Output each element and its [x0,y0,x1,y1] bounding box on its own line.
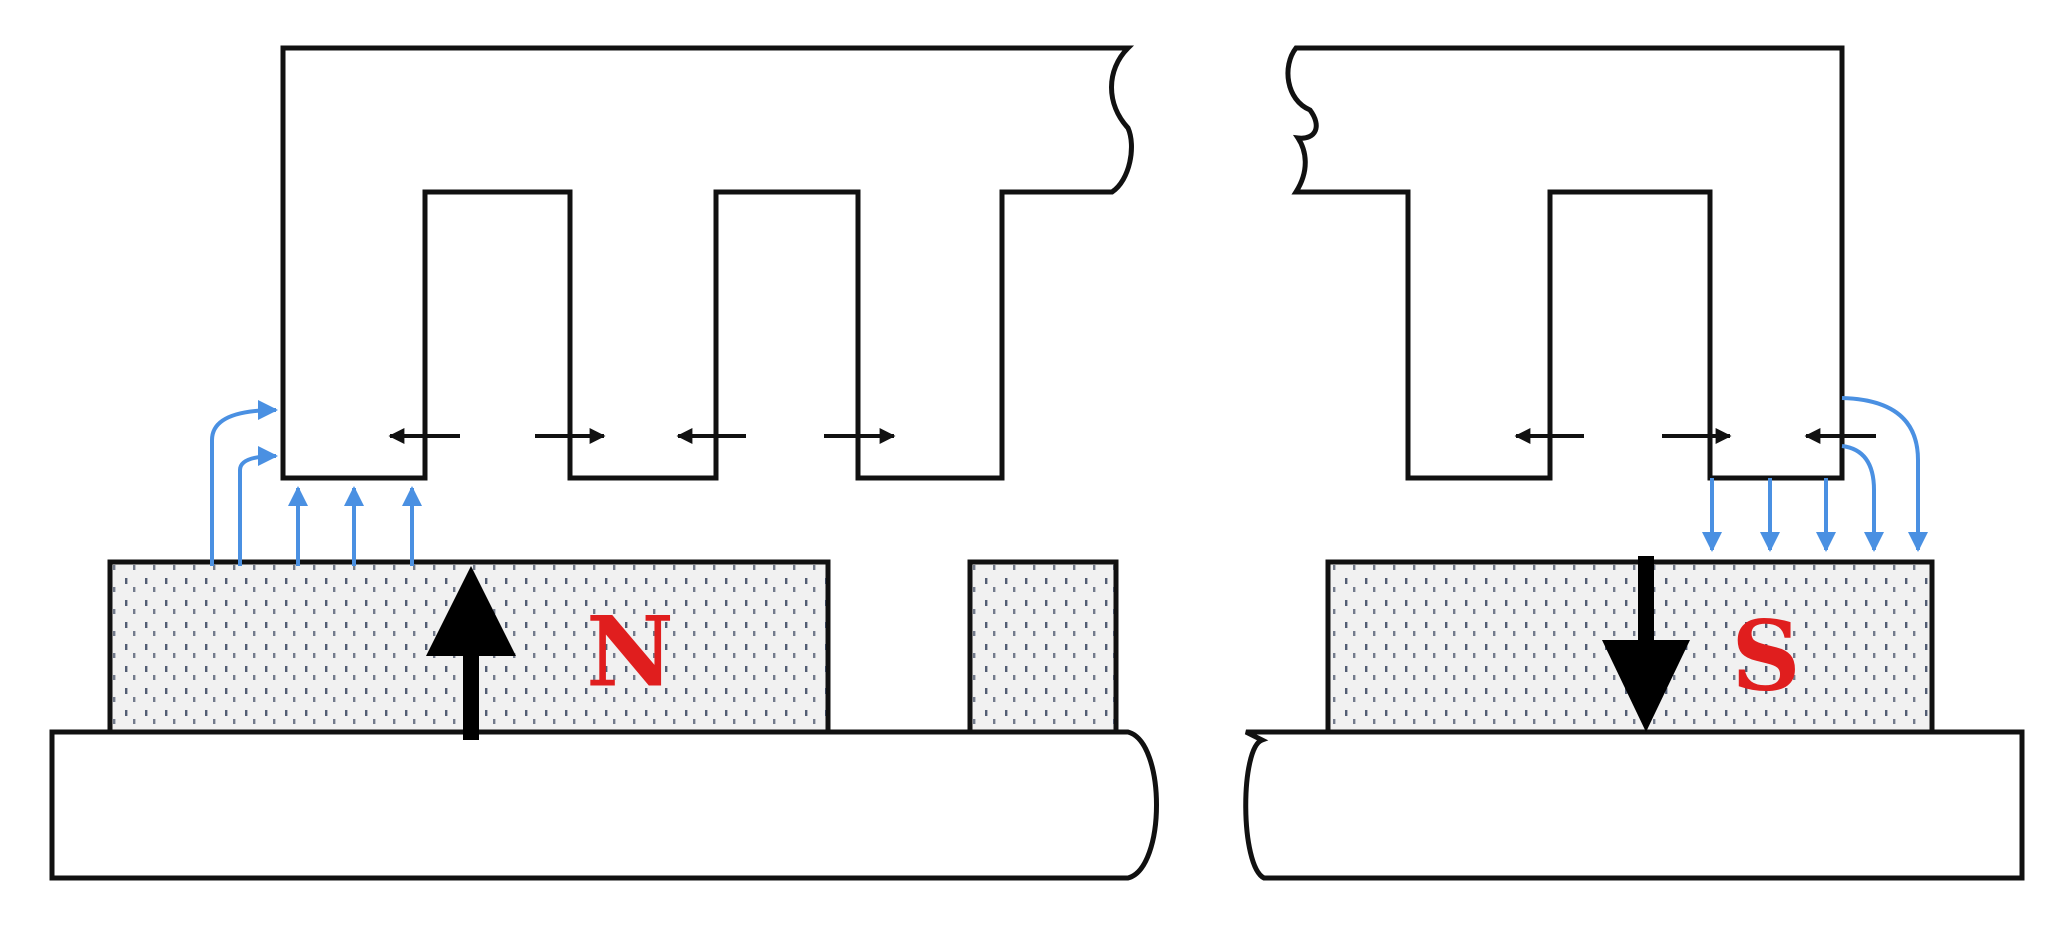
magnetization-arrow-up-icon [426,566,516,740]
magnet-small [967,559,1119,735]
left-flux-lines [210,400,422,566]
right-stator-core [1285,45,1845,481]
magnetization-arrow-down-icon [1602,556,1690,732]
south-pole-label: S [1731,600,1800,713]
left-rotor-yoke [49,729,1159,881]
left-stator-core [280,45,1135,481]
north-pole-label: N [586,596,674,709]
right-rotor-yoke [1243,729,2025,881]
right-flux-lines [1702,396,1928,552]
